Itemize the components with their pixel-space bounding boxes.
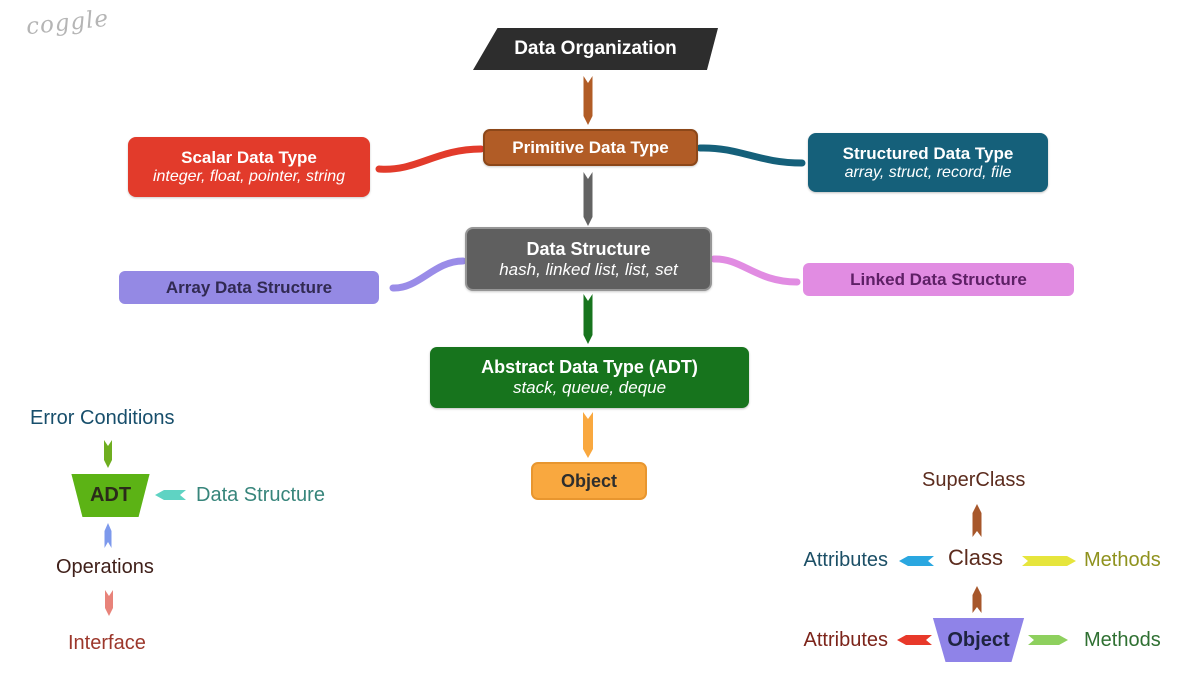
arrow-primitive-to-datastructure [583, 172, 593, 226]
branch-primitive-to-structured [696, 144, 806, 167]
arrow-class-to-methods [1022, 556, 1076, 566]
node-structured-data-type[interactable]: Structured Data Type array, struct, reco… [808, 133, 1048, 192]
arrow-errorconditions-to-adt [104, 440, 112, 468]
node-data-structure[interactable]: Data Structure hash, linked list, list, … [465, 227, 712, 291]
node-object[interactable]: Object [531, 462, 647, 500]
arrow-operations-to-adt [104, 523, 112, 548]
node-primitive-data-type[interactable]: Primitive Data Type [483, 129, 698, 166]
node-data-organization[interactable]: Data Organization [473, 28, 718, 70]
arrow-datastructure-to-adt [583, 294, 593, 344]
node-structured-subtitle: array, struct, record, file [844, 163, 1012, 181]
arrow-operations-to-interface [105, 590, 113, 616]
branch-primitive-to-scalar [375, 145, 485, 173]
node-linked-title: Linked Data Structure [850, 269, 1027, 289]
label-error-conditions[interactable]: Error Conditions [30, 407, 175, 429]
label-class[interactable]: Class [948, 545, 1004, 570]
node-scalar-data-type[interactable]: Scalar Data Type integer, float, pointer… [128, 137, 370, 197]
arrow-adt-to-object [583, 412, 593, 458]
label-data-structure[interactable]: Data Structure [196, 484, 325, 506]
label-class-attributes[interactable]: Attributes [803, 549, 888, 571]
arrow-object-to-methods [1028, 635, 1068, 645]
node-array-title: Array Data Structure [165, 277, 333, 297]
arrow-class-to-superclass [972, 504, 982, 537]
label-superclass[interactable]: SuperClass [922, 469, 1026, 491]
arrow-object-to-class [972, 586, 982, 613]
label-interface[interactable]: Interface [68, 632, 146, 654]
node-adt-title: Abstract Data Type (ADT) [481, 357, 698, 377]
node-scalar-subtitle: integer, float, pointer, string [152, 168, 346, 185]
arrow-datastructure-to-adt-trapezoid [155, 490, 186, 500]
arrow-dataorg-to-primitive [583, 76, 593, 125]
node-data-organization-title: Data Organization [514, 38, 677, 59]
label-class-methods[interactable]: Methods [1084, 549, 1161, 571]
branch-datastructure-to-array [389, 257, 467, 292]
node-abstract-data-type[interactable]: Abstract Data Type (ADT) stack, queue, d… [430, 347, 749, 408]
arrow-object-to-attributes [897, 635, 932, 645]
node-array-data-structure[interactable]: Array Data Structure [119, 271, 379, 304]
object-trapezoid-label: Object [947, 628, 1010, 651]
arrow-class-to-attributes [899, 556, 934, 566]
node-adt-subtitle: stack, queue, deque [512, 378, 667, 397]
label-object-attributes[interactable]: Attributes [803, 629, 888, 651]
adt-trapezoid-label: ADT [89, 484, 132, 506]
label-object-methods[interactable]: Methods [1084, 629, 1161, 651]
branch-datastructure-to-linked [710, 255, 801, 286]
label-operations[interactable]: Operations [56, 556, 154, 578]
node-data-structure-subtitle: hash, linked list, list, set [499, 259, 678, 279]
node-primitive-title: Primitive Data Type [512, 137, 669, 157]
node-object-title: Object [560, 470, 617, 491]
node-adt-trapezoid[interactable]: ADT [71, 474, 150, 517]
node-linked-data-structure[interactable]: Linked Data Structure [803, 263, 1074, 296]
node-structured-title: Structured Data Type [842, 143, 1014, 163]
node-object-trapezoid[interactable]: Object [932, 618, 1025, 662]
node-data-structure-title: Data Structure [526, 238, 651, 259]
node-scalar-title: Scalar Data Type [181, 148, 317, 167]
